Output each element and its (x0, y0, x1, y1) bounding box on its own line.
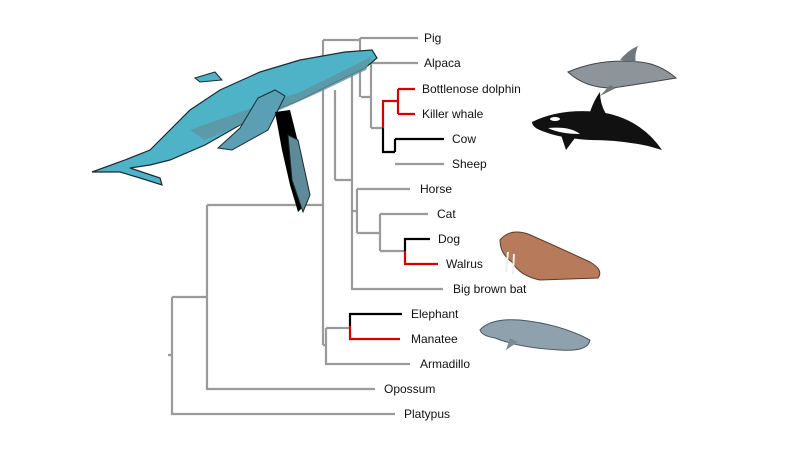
leaf-label-manatee: Manatee (411, 332, 458, 346)
leaf-label-walrus: Walrus (446, 257, 483, 271)
leaf-label-big-brown-bat: Big brown bat (453, 282, 527, 296)
leaf-label-horse: Horse (420, 182, 453, 196)
leaf-label-sheep: Sheep (452, 157, 487, 171)
leaf-label-killer-whale: Killer whale (422, 107, 484, 121)
killer-whale-illustration (532, 92, 662, 150)
leaf-label-alpaca: Alpaca (424, 56, 461, 70)
tree-branches (168, 36, 444, 416)
manatee-illustration (479, 319, 591, 351)
leaf-label-platypus: Platypus (404, 407, 451, 421)
leaf-label-elephant: Elephant (411, 307, 459, 321)
leaf-label-armadillo: Armadillo (420, 357, 471, 371)
leaf-label-dog: Dog (438, 232, 461, 246)
leaf-label-cat: Cat (437, 207, 456, 221)
leaf-label-bottlenose-dolphin: Bottlenose dolphin (422, 82, 521, 96)
leaf-label-pig: Pig (424, 31, 442, 45)
walrus-illustration (499, 231, 601, 281)
leaf-label-cow: Cow (452, 132, 477, 146)
humpback-whale-illustration (91, 49, 378, 214)
leaf-label-opossum: Opossum (384, 382, 436, 396)
bottlenose-dolphin-illustration (567, 46, 678, 96)
marine-branches (348, 87, 438, 341)
sister-branches (348, 128, 444, 326)
